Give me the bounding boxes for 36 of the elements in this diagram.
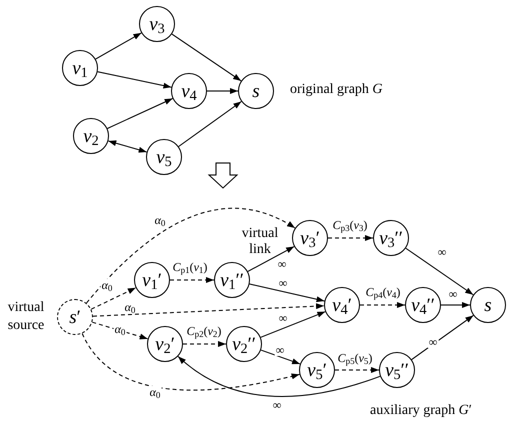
arrow [171,34,242,82]
arrow [106,98,174,129]
arrow [92,303,325,317]
arrow [249,284,325,302]
arrow [90,287,136,310]
arrow [334,367,380,373]
arrow [260,311,326,338]
arrow [360,302,406,308]
arrow [86,208,296,304]
arrow [178,356,381,398]
node-caption: virtual source [6,299,46,335]
arrow [411,314,474,360]
edge-label: C$_{p3}$(v$_{3}$) [332,219,368,231]
arrow [97,71,172,89]
arrow [108,140,148,153]
arrow [95,32,142,60]
edge-label: α$_{0}$ [148,386,162,398]
edge-label: C$_{p1}$(v$_{1}$) [172,261,208,273]
arrow [260,350,301,364]
arrow [182,341,226,347]
arrow [328,235,374,241]
arrow [440,302,470,308]
arrow [405,248,474,296]
annotation: virtual link [240,226,280,258]
graph-title: original graph G [290,82,383,98]
arrow [92,322,148,340]
graph-title: auxiliary graph G′ [370,403,472,419]
edge-label: α$_{0}$ [100,279,114,291]
arrow [206,88,238,94]
arrow [170,277,214,283]
arrow [178,101,242,147]
edge-label: C$_{p5}$(v$_{5}$) [336,352,374,364]
edge-label: C$_{p2}$(v$_{2}$) [186,325,222,337]
arrow [82,333,300,391]
arrow [247,246,295,272]
edge-label: C$_{p4}$(v$_{4}$) [364,286,402,298]
